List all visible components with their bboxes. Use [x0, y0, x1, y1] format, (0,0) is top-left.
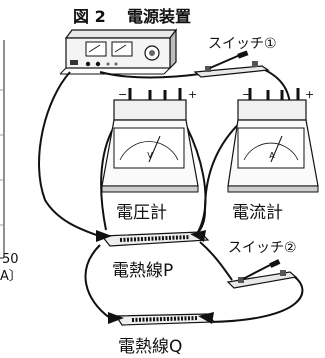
clip-icon — [198, 312, 214, 324]
heater-p — [96, 230, 210, 247]
power-supply — [59, 28, 178, 75]
coil-icon — [131, 316, 199, 322]
switch-handle-icon — [237, 50, 249, 59]
clip-icon — [108, 312, 124, 324]
switch-handle-icon — [269, 259, 281, 268]
voltmeter-symbol: V — [147, 151, 153, 160]
voltmeter-minus: − — [118, 88, 127, 101]
heater-p-label: 電熱線P — [112, 261, 173, 281]
switch-2 — [226, 259, 298, 289]
wire-supply-switch1 — [99, 71, 201, 79]
power-supply-label: 電源装置 — [127, 7, 191, 26]
wire-heaterP-heaterQ — [84, 244, 111, 319]
ammeter: A − + — [227, 88, 319, 193]
voltmeter-label: 電圧計 — [116, 203, 167, 223]
fragment-value: 50 — [2, 252, 19, 267]
fragment-unit: A〕 — [0, 269, 22, 284]
ammeter-plus: + — [305, 88, 314, 101]
clip-icon — [96, 230, 112, 242]
clip-icon — [190, 230, 206, 242]
wire-switch2-heaterQ — [209, 274, 304, 323]
voltmeter: V − + — [101, 88, 199, 193]
switch1-label: スイッチ① — [208, 36, 277, 52]
ammeter-minus: − — [242, 88, 251, 101]
previous-graph-fragment: 50 A〕 — [0, 40, 22, 284]
heater-q — [108, 312, 216, 326]
ammeter-label: 電流計 — [232, 203, 283, 223]
heater-q-label: 電熱線Q — [118, 337, 182, 357]
voltmeter-plus: + — [188, 88, 197, 101]
switch2-label: スイッチ② — [228, 240, 297, 256]
wire-supply-heaterP — [38, 71, 105, 239]
switch-1 — [193, 50, 270, 78]
ammeter-symbol: A — [269, 151, 275, 160]
figure-title: 図 2 — [73, 7, 106, 26]
coil-icon — [119, 235, 191, 242]
wire-heaterP-switch2 — [199, 241, 233, 281]
